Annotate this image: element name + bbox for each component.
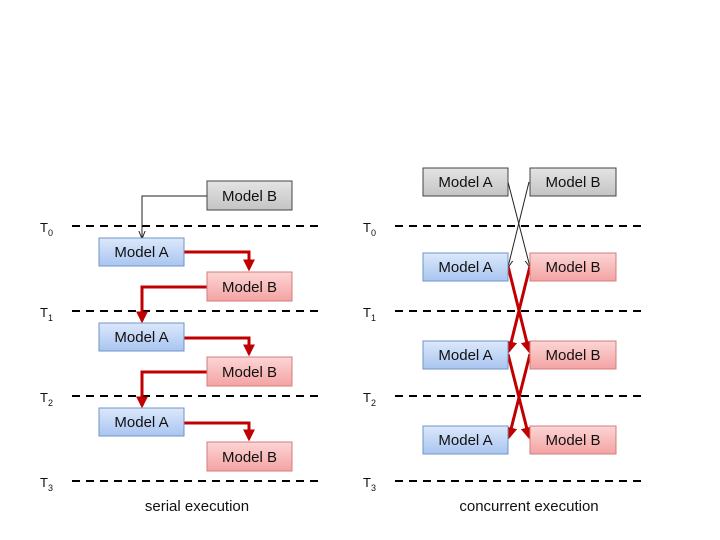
concurrent-time-label-3: T3 bbox=[363, 475, 376, 493]
serial-model-a-0: Model A bbox=[98, 237, 185, 267]
concurrent-initial-model-b-label: Model B bbox=[545, 174, 600, 191]
concurrent-model-a-1: Model A bbox=[422, 340, 509, 370]
concurrent-panel: Model A Model B Model A Model A Model A … bbox=[422, 167, 617, 515]
serial-model-b-1: Model B bbox=[206, 356, 293, 387]
concurrent-model-b-0: Model B bbox=[529, 252, 617, 282]
concurrent-initial-model-a: Model A bbox=[422, 167, 509, 197]
serial-initial-model-b-label: Model B bbox=[222, 188, 277, 205]
concurrent-time-label-2: T2 bbox=[363, 390, 376, 408]
serial-model-b-2: Model B bbox=[206, 441, 293, 472]
concurrent-model-b-0-label: Model B bbox=[545, 259, 600, 276]
serial-model-a-2: Model A bbox=[98, 407, 185, 437]
concurrent-arrow-b1-a2 bbox=[505, 353, 532, 440]
serial-arrow-a0-b0 bbox=[184, 250, 255, 272]
serial-time-label-0: T0 bbox=[40, 220, 53, 238]
serial-time-label-2: T2 bbox=[40, 390, 53, 408]
concurrent-initial-model-b: Model B bbox=[529, 167, 617, 197]
concurrent-time-label-0: T0 bbox=[363, 220, 376, 238]
concurrent-caption: concurrent execution bbox=[459, 498, 598, 515]
concurrent-model-a-0-label: Model A bbox=[438, 259, 492, 276]
concurrent-model-a-1-label: Model A bbox=[438, 347, 492, 364]
serial-model-a-2-label: Model A bbox=[114, 414, 168, 431]
concurrent-arrow-b0-a1 bbox=[505, 265, 532, 354]
serial-model-a-1: Model A bbox=[98, 322, 185, 352]
serial-arrow-b1-a2 bbox=[136, 370, 207, 409]
serial-model-b-2-label: Model B bbox=[222, 449, 277, 466]
concurrent-model-a-2: Model A bbox=[422, 425, 509, 455]
concurrent-model-b-1: Model B bbox=[529, 340, 617, 370]
serial-initial-arrow bbox=[142, 195, 207, 238]
serial-model-b-0-label: Model B bbox=[222, 279, 277, 296]
serial-time-label-3: T3 bbox=[40, 475, 53, 493]
concurrent-model-a-0: Model A bbox=[422, 252, 509, 282]
concurrent-initial-arrow-b-to-a bbox=[508, 181, 530, 267]
serial-arrow-a2-b2 bbox=[184, 421, 255, 442]
concurrent-model-b-2-label: Model B bbox=[545, 432, 600, 449]
serial-panel: Model B Model A Model A Model A Model B … bbox=[98, 180, 293, 515]
concurrent-initial-model-a-label: Model A bbox=[438, 174, 492, 191]
concurrent-model-a-2-label: Model A bbox=[438, 432, 492, 449]
serial-model-a-0-label: Model A bbox=[114, 244, 168, 261]
serial-arrow-b0-a1 bbox=[136, 285, 207, 324]
serial-caption: serial execution bbox=[145, 498, 249, 515]
serial-time-label-1: T1 bbox=[40, 305, 53, 323]
serial-initial-model-b: Model B bbox=[206, 180, 293, 211]
serial-model-b-1-label: Model B bbox=[222, 364, 277, 381]
serial-model-b-0: Model B bbox=[206, 271, 293, 302]
serial-model-a-1-label: Model A bbox=[114, 329, 168, 346]
concurrent-model-b-1-label: Model B bbox=[545, 347, 600, 364]
concurrent-model-b-2: Model B bbox=[529, 425, 617, 455]
concurrent-time-label-1: T1 bbox=[363, 305, 376, 323]
serial-arrow-a1-b1 bbox=[184, 336, 255, 357]
time-labels: T0 T1 T2 T3 T0 T1 T2 T3 bbox=[40, 220, 376, 493]
